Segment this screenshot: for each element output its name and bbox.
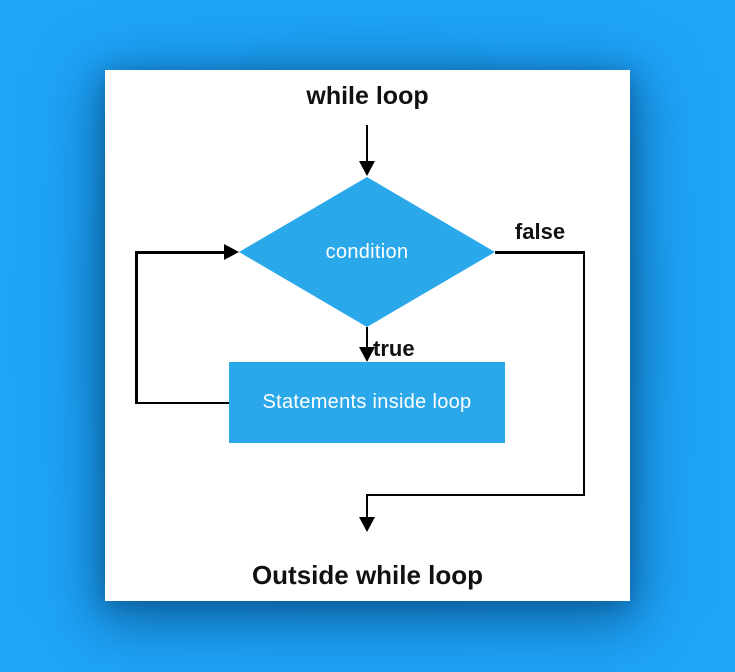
- false-branch-vertical-line: [582, 251, 585, 496]
- loopback-bottom-horizontal-line: [135, 401, 229, 404]
- true-branch-label: true: [373, 336, 415, 361]
- true-branch-line: [365, 327, 369, 349]
- arrowhead-down-into-condition-icon: [359, 161, 375, 176]
- arrowhead-right-into-condition-icon: [224, 244, 239, 260]
- loopback-vertical-line: [135, 251, 138, 404]
- condition-label: condition: [325, 240, 409, 263]
- exit-label: Outside while loop: [251, 560, 484, 590]
- false-branch-return-horizontal-line: [367, 493, 585, 496]
- statements-label: Statements inside loop: [262, 391, 472, 413]
- arrowhead-down-to-exit-icon: [359, 517, 375, 532]
- flowchart-title: while loop: [306, 82, 429, 110]
- condition-diamond: condition: [239, 177, 495, 327]
- loopback-top-horizontal-line: [135, 251, 226, 254]
- connector-start-to-condition-line: [365, 125, 369, 163]
- exit-connector-line: [365, 494, 369, 518]
- arrowhead-down-into-statements-icon: [359, 347, 375, 362]
- false-branch-horizontal-line: [495, 251, 585, 254]
- false-branch-label: false: [514, 219, 566, 244]
- statements-rectangle: Statements inside loop: [229, 362, 505, 443]
- flowchart-card: while loop condition false true Statemen…: [105, 70, 630, 601]
